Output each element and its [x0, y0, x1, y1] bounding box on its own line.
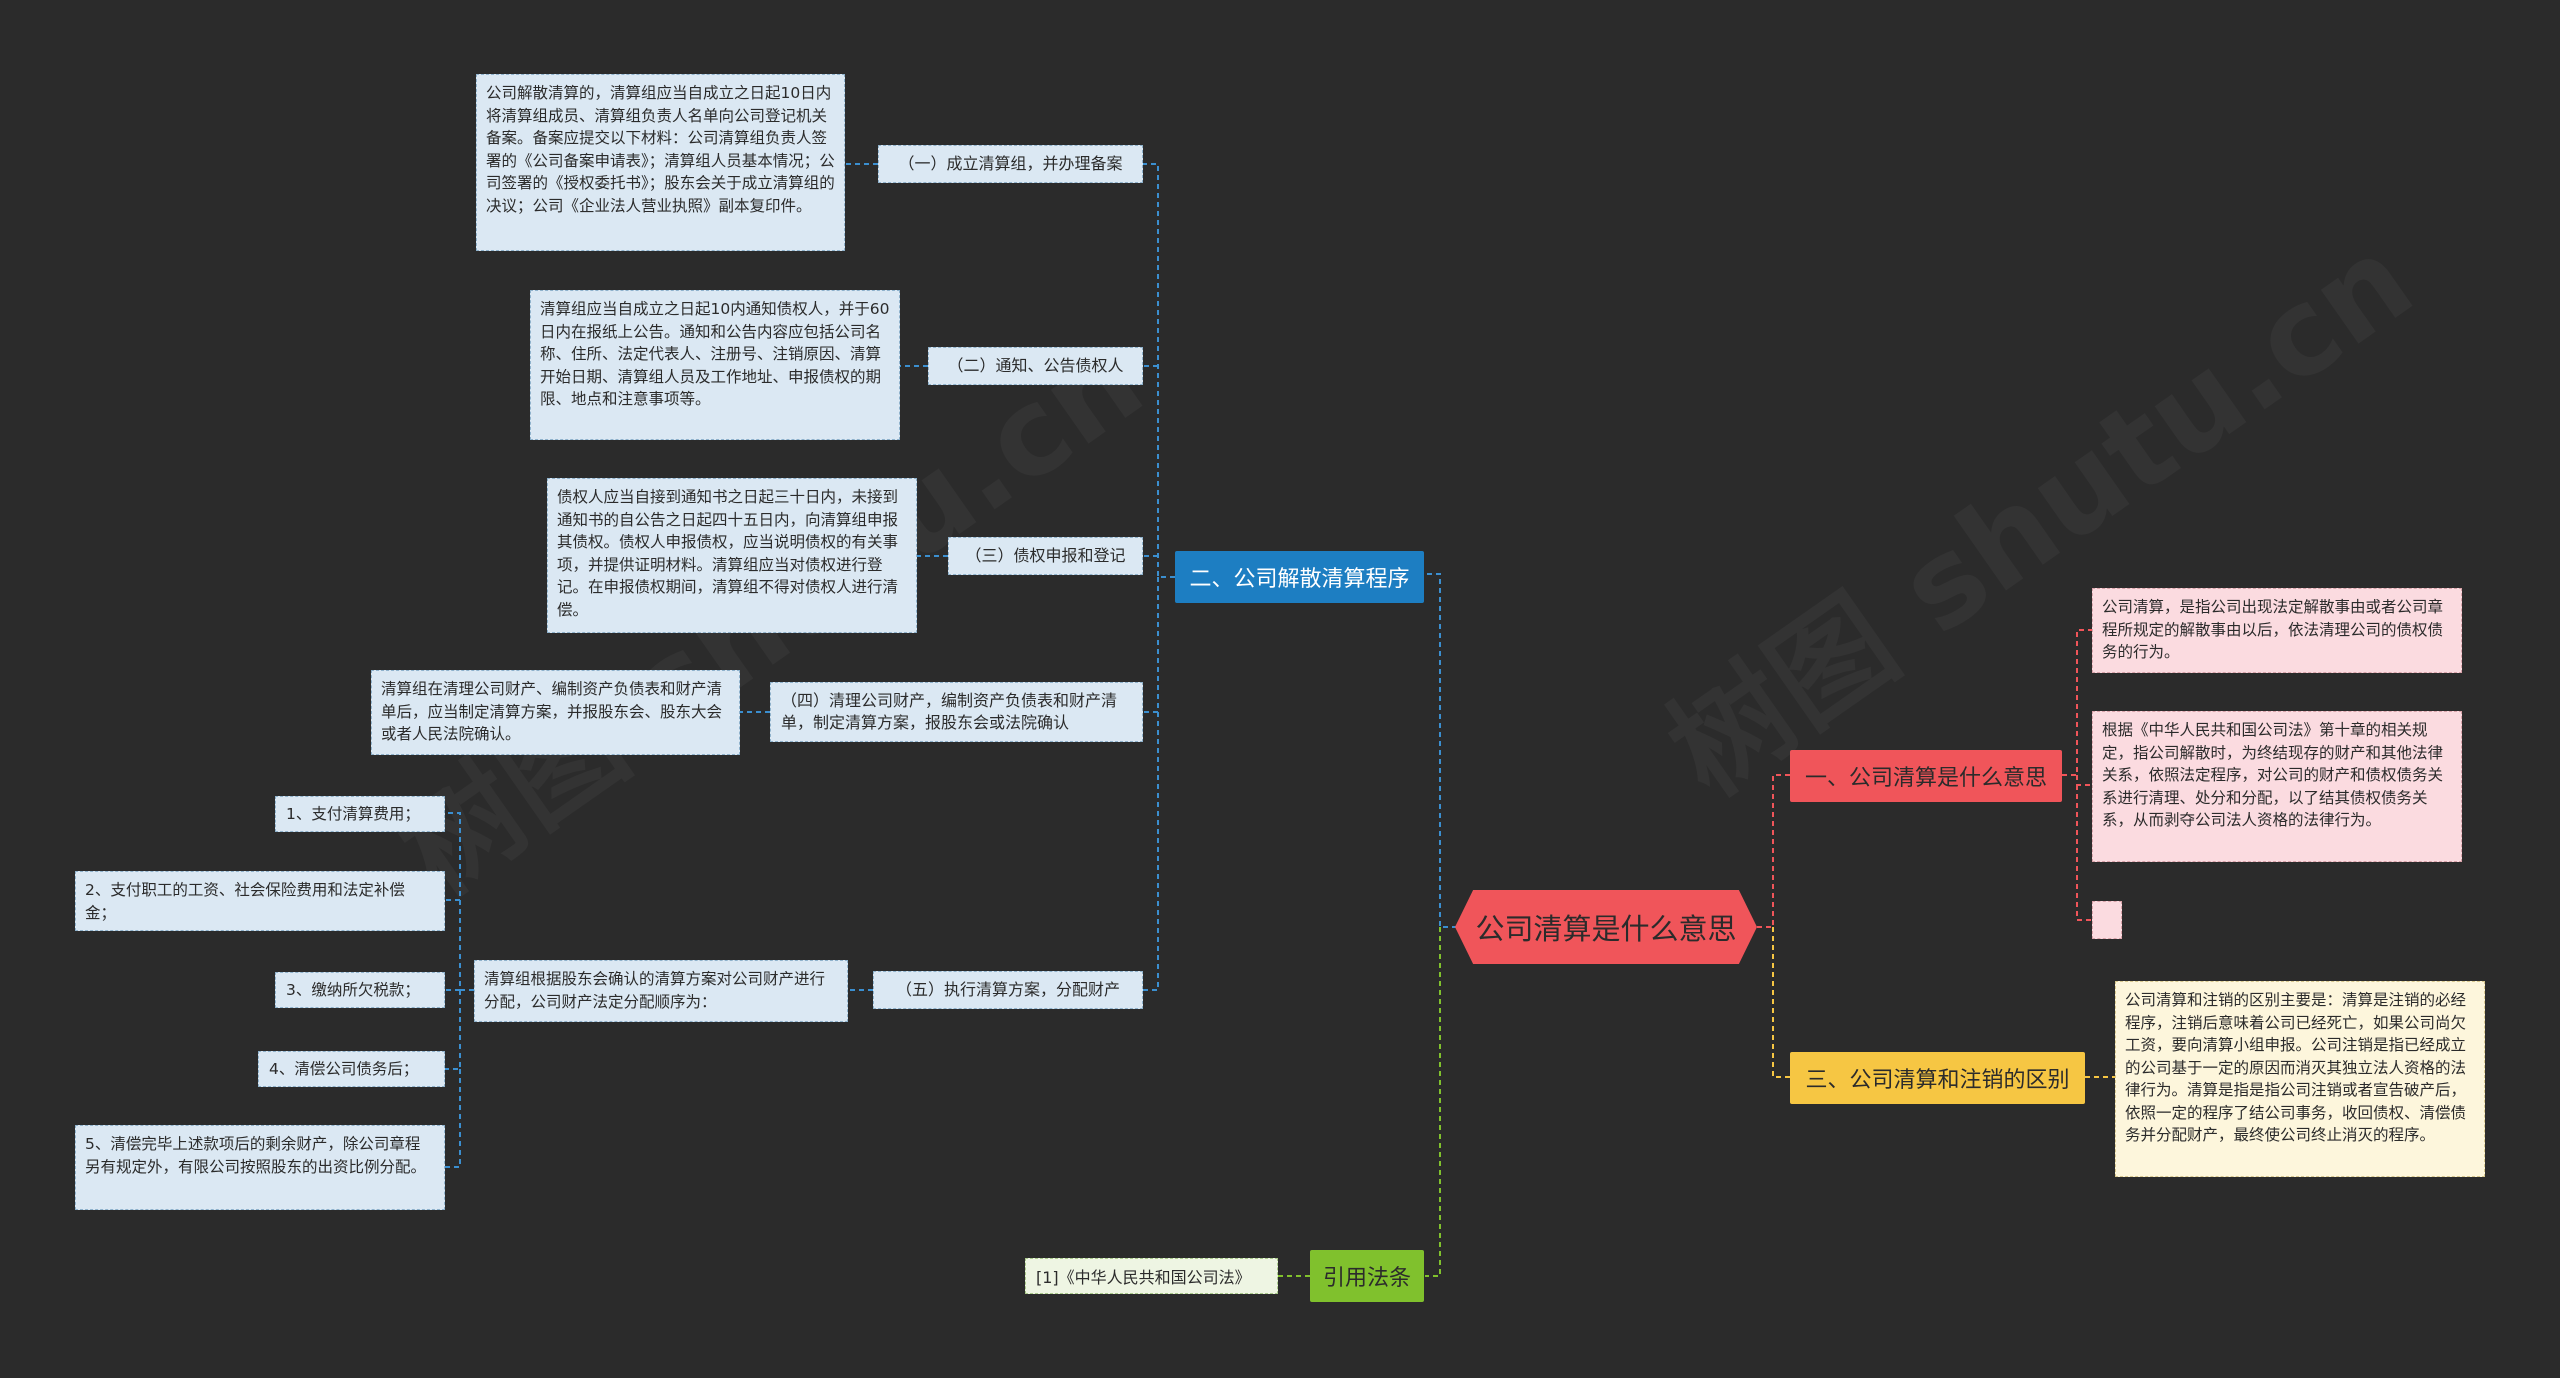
order-item-1[interactable]: 1、支付清算费用；: [275, 796, 445, 832]
step-3-detail[interactable]: 债权人应当自接到通知书之日起三十日内，未接到通知书的自公告之日起四十五日内，向清…: [547, 478, 917, 633]
step-2[interactable]: （二）通知、公告债权人: [928, 347, 1143, 385]
root-topic[interactable]: 公司清算是什么意思: [1455, 890, 1757, 964]
link-order-5: [445, 1069, 461, 1168]
step-1-detail[interactable]: 公司解散清算的，清算组应当自成立之日起10日内将清算组成员、清算组负责人名单向公…: [476, 74, 845, 251]
category-difference[interactable]: 三、公司清算和注销的区别: [1790, 1052, 2085, 1104]
link-order-1: [445, 812, 474, 991]
step-4-detail[interactable]: 清算组在清理公司财产、编制资产负债表和财产清单后，应当制定清算方案，并报股东会、…: [371, 670, 740, 755]
link-procedure-step1: [1143, 163, 1175, 578]
meaning-detail-1[interactable]: 公司清算，是指公司出现法定解散事由或者公司章程所规定的解散事由以后，依法清理公司…: [2092, 588, 2462, 673]
category-law[interactable]: 引用法条: [1310, 1250, 1424, 1302]
link-meaning-detail3: [2076, 785, 2092, 921]
link-procedure-step4: [1143, 577, 1159, 713]
category-procedure-label: 二、公司解散清算程序: [1189, 567, 1410, 592]
category-meaning-label: 一、公司清算是什么意思: [1804, 766, 2047, 791]
link-root-meaning: [1757, 774, 1790, 928]
step-5-detail[interactable]: 清算组根据股东会确认的清算方案对公司财产进行分配，公司财产法定分配顺序为：: [474, 960, 848, 1022]
law-reference[interactable]: [1]《中华人民共和国公司法》: [1025, 1258, 1278, 1294]
meaning-detail-3[interactable]: [2092, 901, 2122, 939]
link-procedure-step5: [1143, 712, 1159, 991]
order-item-5[interactable]: 5、清偿完毕上述款项后的剩余财产，除公司章程另有规定外，有限公司按照股东的出资比…: [75, 1125, 445, 1210]
step-2-detail[interactable]: 清算组应当自成立之日起10内通知债权人，并于60日内在报纸上公告。通知和公告内容…: [530, 290, 900, 440]
category-procedure[interactable]: 二、公司解散清算程序: [1175, 551, 1424, 603]
link-order-4: [445, 990, 461, 1070]
link-meaning-detail1: [2062, 629, 2092, 776]
link-root-law: [1425, 927, 1441, 1277]
category-difference-label: 三、公司清算和注销的区别: [1805, 1068, 2070, 1093]
order-item-2[interactable]: 2、支付职工的工资、社会保险费用和法定补偿金；: [75, 871, 445, 931]
category-law-label: 引用法条: [1322, 1266, 1411, 1291]
difference-detail[interactable]: 公司清算和注销的区别主要是：清算是注销的必经程序，注销后意味着公司已经死亡，如果…: [2115, 981, 2485, 1177]
order-item-4[interactable]: 4、清偿公司债务后；: [258, 1051, 445, 1087]
step-1[interactable]: （一）成立清算组，并办理备案: [878, 145, 1143, 183]
link-meaning-detail2: [2076, 775, 2092, 786]
order-item-3[interactable]: 3、缴纳所欠税款；: [275, 972, 445, 1008]
root-topic-label: 公司清算是什么意思: [1475, 912, 1737, 946]
link-root-difference: [1772, 927, 1790, 1078]
step-3[interactable]: （三）债权申报和登记: [948, 537, 1143, 575]
meaning-detail-2[interactable]: 根据《中华人民共和国公司法》第十章的相关规定，指公司解散时，为终结现存的财产和其…: [2092, 711, 2462, 862]
step-5[interactable]: （五）执行清算方案，分配财产: [873, 971, 1143, 1009]
link-root-procedure: [1425, 573, 1457, 928]
category-meaning[interactable]: 一、公司清算是什么意思: [1790, 750, 2062, 802]
step-4[interactable]: （四）清理公司财产，编制资产负债表和财产清单，制定清算方案，报股东会或法院确认: [770, 682, 1143, 742]
